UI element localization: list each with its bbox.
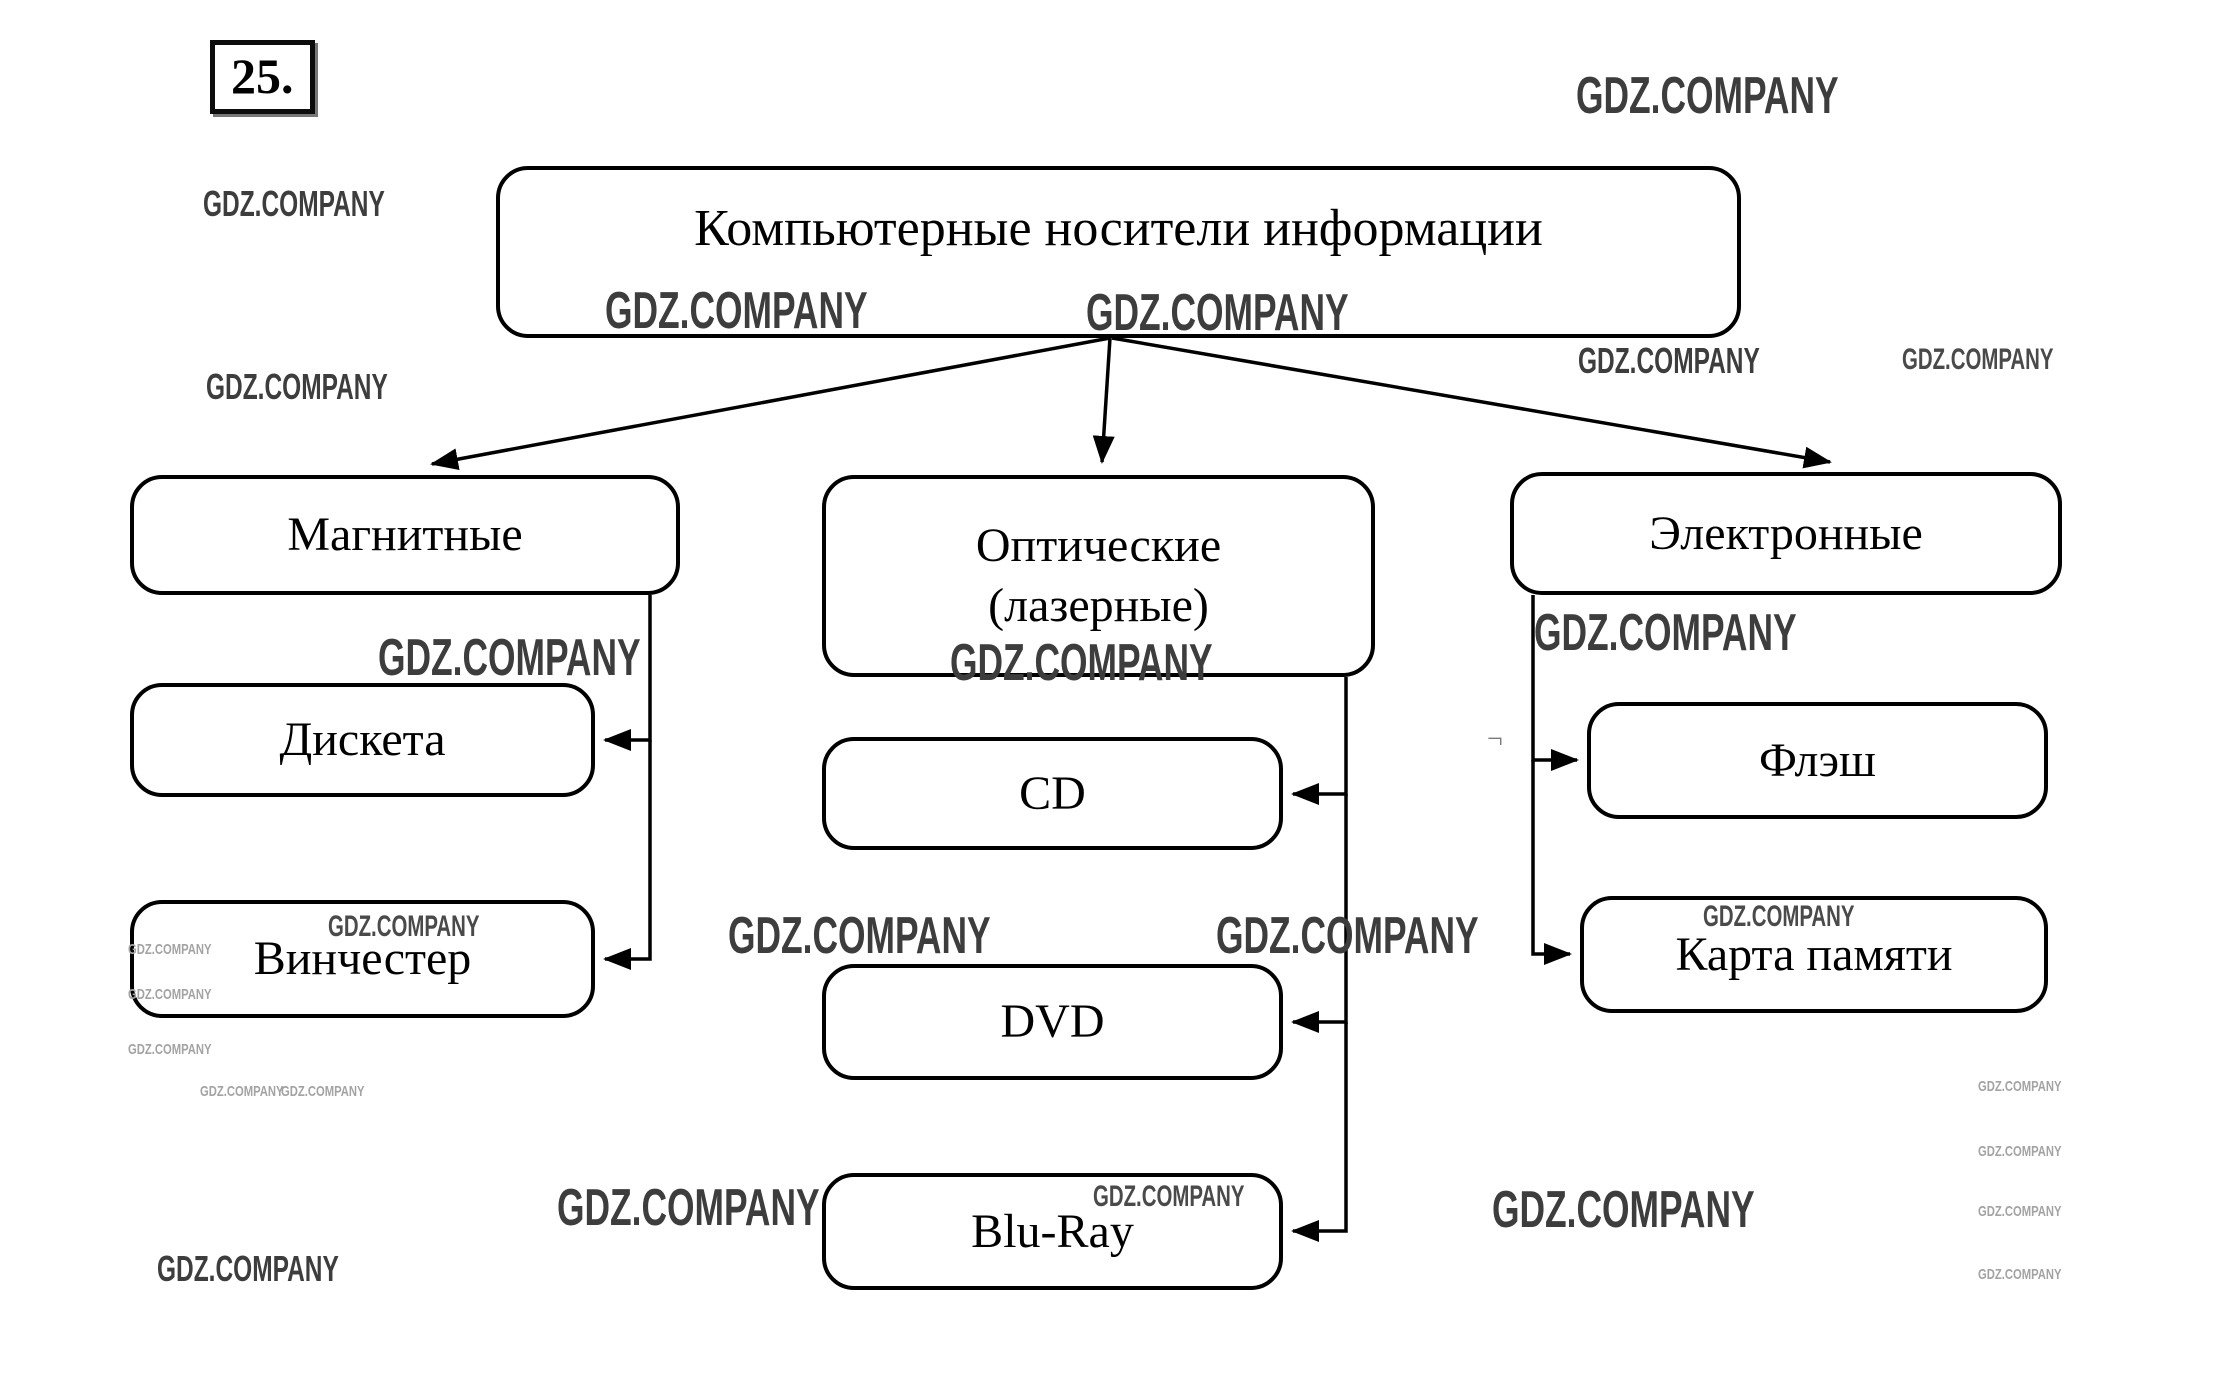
page-number-box: 25. — [210, 40, 315, 114]
node-optical-label-line2: (лазерные) — [988, 579, 1209, 632]
node-hdd: Винчестер — [130, 900, 595, 1018]
stray-mark: ¬ — [1487, 724, 1503, 755]
node-bluray: Blu-Ray — [822, 1173, 1283, 1290]
watermark: GDZ.COMPANY — [128, 986, 212, 1003]
watermark: GDZ.COMPANY — [1978, 1203, 2062, 1220]
node-root-label: Компьютерные носители информации — [694, 200, 1543, 257]
node-diskette-label: Дискета — [279, 713, 446, 766]
watermark: GDZ.COMPANY — [1534, 604, 1797, 662]
watermark: GDZ.COMPANY — [1978, 1143, 2062, 1160]
node-dvd: DVD — [822, 964, 1283, 1080]
node-optical-label-line1: Оптические — [975, 519, 1222, 572]
node-magnetic-label: Магнитные — [287, 508, 523, 561]
watermark: GDZ.COMPANY — [1086, 284, 1349, 342]
node-root: Компьютерные носители информации — [496, 166, 1741, 338]
watermark: GDZ.COMPANY — [1093, 1180, 1245, 1213]
node-electronic: Электронные — [1510, 472, 2062, 595]
watermark: GDZ.COMPANY — [200, 1083, 284, 1100]
node-dvd-label: DVD — [1000, 995, 1105, 1048]
node-memory-card-label: Карта памяти — [1675, 927, 1953, 981]
watermark: GDZ.COMPANY — [1578, 340, 1760, 381]
node-diskette: Дискета — [130, 683, 595, 797]
watermark: GDZ.COMPANY — [950, 634, 1213, 692]
node-hdd-label: Винчестер — [253, 932, 472, 985]
watermark: GDZ.COMPANY — [157, 1248, 339, 1289]
watermark: GDZ.COMPANY — [1703, 900, 1855, 933]
watermark: GDZ.COMPANY — [1978, 1266, 2062, 1283]
node-flash: Флэш — [1587, 702, 2048, 819]
watermark: GDZ.COMPANY — [378, 629, 641, 687]
watermark: GDZ.COMPANY — [1978, 1078, 2062, 1095]
watermark: GDZ.COMPANY — [1902, 343, 2054, 376]
watermark: GDZ.COMPANY — [206, 366, 388, 407]
watermark: GDZ.COMPANY — [1216, 907, 1479, 965]
watermark: GDZ.COMPANY — [203, 183, 385, 224]
watermark: GDZ.COMPANY — [605, 282, 868, 340]
node-optical: Оптические (лазерные) — [822, 475, 1375, 677]
watermark: GDZ.COMPANY — [328, 910, 480, 943]
watermark: GDZ.COMPANY — [281, 1083, 365, 1100]
watermark: GDZ.COMPANY — [128, 941, 212, 958]
node-memory-card: Карта памяти — [1580, 896, 2048, 1013]
node-flash-label: Флэш — [1758, 733, 1877, 787]
watermark: GDZ.COMPANY — [1576, 67, 1839, 125]
node-cd-label: CD — [1019, 766, 1086, 820]
watermark: GDZ.COMPANY — [728, 907, 991, 965]
node-magnetic: Магнитные — [130, 475, 680, 595]
node-bluray-label: Blu-Ray — [971, 1204, 1134, 1258]
node-electronic-label: Электронные — [1649, 506, 1923, 560]
page-number: 25. — [231, 48, 294, 104]
watermark: GDZ.COMPANY — [128, 1041, 212, 1058]
watermark: GDZ.COMPANY — [557, 1179, 820, 1237]
watermark: GDZ.COMPANY — [1492, 1181, 1755, 1239]
node-cd: CD — [822, 737, 1283, 850]
